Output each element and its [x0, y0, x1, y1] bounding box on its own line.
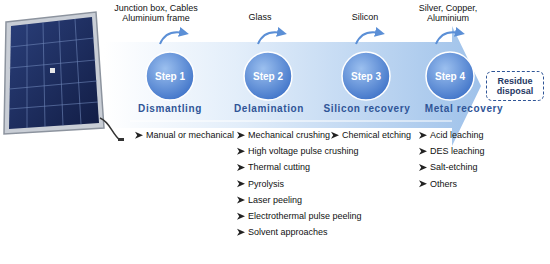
step-label: Step 2 — [253, 71, 283, 82]
material-label: Silver, Copper, Aluminium — [410, 3, 486, 24]
divider-line — [130, 121, 452, 122]
method-item: Chemical etching — [342, 130, 411, 140]
method-item: Thermal cutting — [248, 162, 310, 172]
bullet-mark — [237, 196, 245, 203]
material-label: Glass — [240, 12, 280, 22]
step-label: Step 1 — [155, 71, 185, 82]
output-box: Residue disposal — [486, 71, 544, 102]
method-item: Others — [430, 179, 457, 189]
material-label: Silicon — [343, 12, 387, 22]
output-arrow — [258, 32, 282, 44]
bullet-mark — [237, 213, 245, 220]
output-arrow — [160, 32, 184, 44]
method-item: Pyrolysis — [248, 179, 284, 189]
step-heading: Metal recovery — [416, 103, 512, 115]
method-item: Solvent approaches — [248, 227, 328, 237]
output-arrow — [436, 32, 460, 44]
method-item: Laser peeling — [248, 195, 302, 205]
method-item: DES leaching — [430, 146, 485, 156]
method-item: Mechanical crushing — [248, 130, 330, 140]
solar-panel — [4, 12, 124, 141]
bullet-mark — [331, 132, 339, 139]
bullet-mark — [419, 148, 427, 155]
bullet-mark — [237, 180, 245, 187]
bullet-mark — [419, 132, 427, 139]
step-circle: Step 1 — [145, 51, 195, 101]
method-item: Manual or mechanical — [146, 130, 234, 140]
method-item: Acid leaching — [430, 130, 484, 140]
step-circle: Step 2 — [243, 51, 293, 101]
box-label: Residue disposal — [490, 76, 540, 97]
method-item: High voltage pulse crushing — [248, 146, 359, 156]
step-circle: Step 3 — [341, 51, 391, 101]
step-label: Step 4 — [435, 71, 465, 82]
bullet-mark — [237, 148, 245, 155]
method-item: Salt-etching — [430, 162, 478, 172]
step-heading: Delamination — [224, 103, 314, 115]
bullet-mark — [419, 164, 427, 171]
method-item: Electrothermal pulse peeling — [248, 211, 362, 221]
material-label: Junction box, Cables Aluminium frame — [110, 3, 202, 24]
bullet-mark — [135, 132, 143, 139]
step-heading: Dismantling — [128, 103, 212, 115]
step-heading: Silicon recovery — [318, 103, 416, 115]
bullet-mark — [237, 164, 245, 171]
bullet-mark — [237, 229, 245, 236]
step-label: Step 3 — [351, 71, 381, 82]
bullet-mark — [237, 132, 245, 139]
step-circle: Step 4 — [425, 51, 475, 101]
bullet-mark — [419, 180, 427, 187]
process-arrow — [104, 26, 481, 146]
output-arrow — [356, 32, 380, 44]
